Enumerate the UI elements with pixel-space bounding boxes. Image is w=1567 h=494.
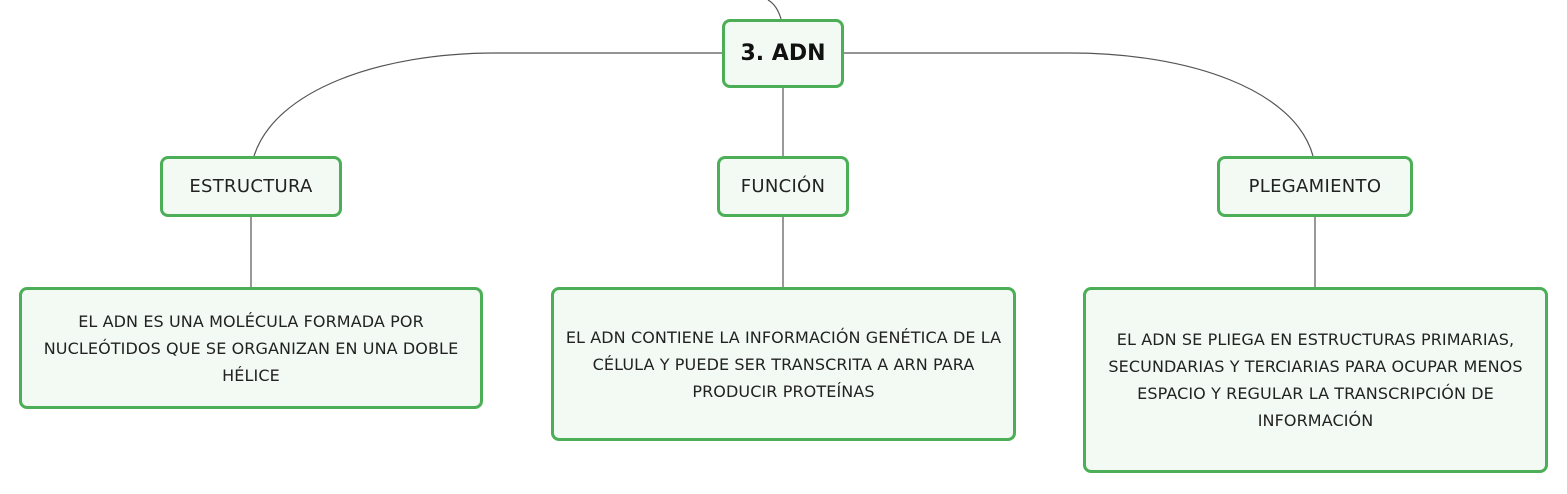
detail-node-text: EL ADN CONTIENE LA INFORMACIÓN GENÉTICA … xyxy=(565,327,1002,401)
topic-node-funcion[interactable]: FUNCIÓN xyxy=(717,156,849,217)
detail-node-text: EL ADN SE PLIEGA EN ESTRUCTURAS PRIMARIA… xyxy=(1108,330,1523,430)
topic-node-label: PLEGAMIENTO xyxy=(1248,176,1382,197)
detail-node-funcion[interactable]: EL ADN CONTIENE LA INFORMACIÓN GENÉTICA … xyxy=(551,287,1016,441)
root-node-label: 3. ADN xyxy=(740,41,826,66)
topic-node-label: ESTRUCTURA xyxy=(189,176,313,197)
topic-node-plegamiento[interactable]: PLEGAMIENTO xyxy=(1217,156,1413,217)
detail-node-text: EL ADN ES UNA MOLÉCULA FORMADA POR NUCLE… xyxy=(43,311,459,385)
detail-node-plegamiento[interactable]: EL ADN SE PLIEGA EN ESTRUCTURAS PRIMARIA… xyxy=(1083,287,1548,473)
root-node[interactable]: 3. ADN xyxy=(722,19,844,88)
detail-node-estructura[interactable]: EL ADN ES UNA MOLÉCULA FORMADA POR NUCLE… xyxy=(19,287,483,409)
topic-node-label: FUNCIÓN xyxy=(740,176,826,197)
connector-root-to-plegamiento xyxy=(844,52,1314,157)
connector-parent-to-root xyxy=(767,0,782,20)
topic-node-estructura[interactable]: ESTRUCTURA xyxy=(160,156,342,217)
connector-root-to-estructura xyxy=(253,52,722,157)
